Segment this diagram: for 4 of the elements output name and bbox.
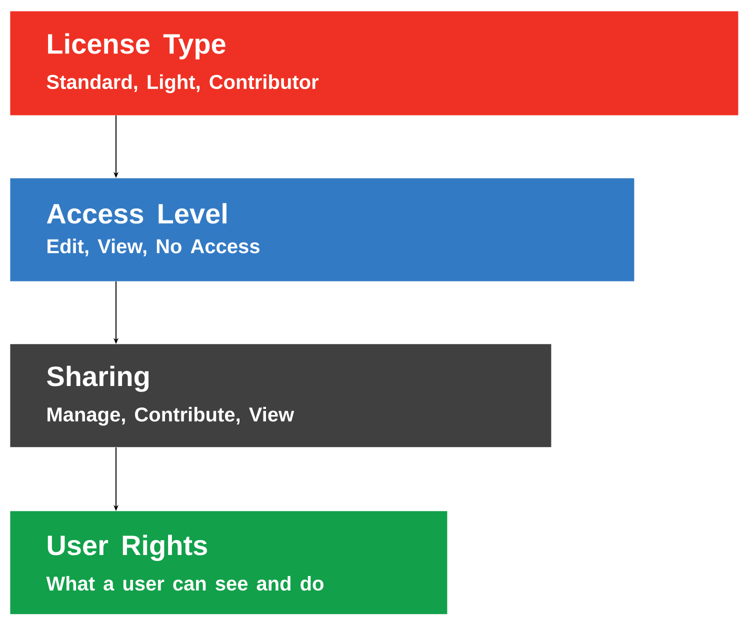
category-box: Sharing Manage, Contribute, View [10, 344, 552, 448]
category-box: License Type Standard, Light, Contributor [10, 11, 738, 116]
category-box: Access Level Edit, View, No Access [10, 178, 634, 282]
category-box: User Rights What a user can see and do [10, 511, 448, 614]
